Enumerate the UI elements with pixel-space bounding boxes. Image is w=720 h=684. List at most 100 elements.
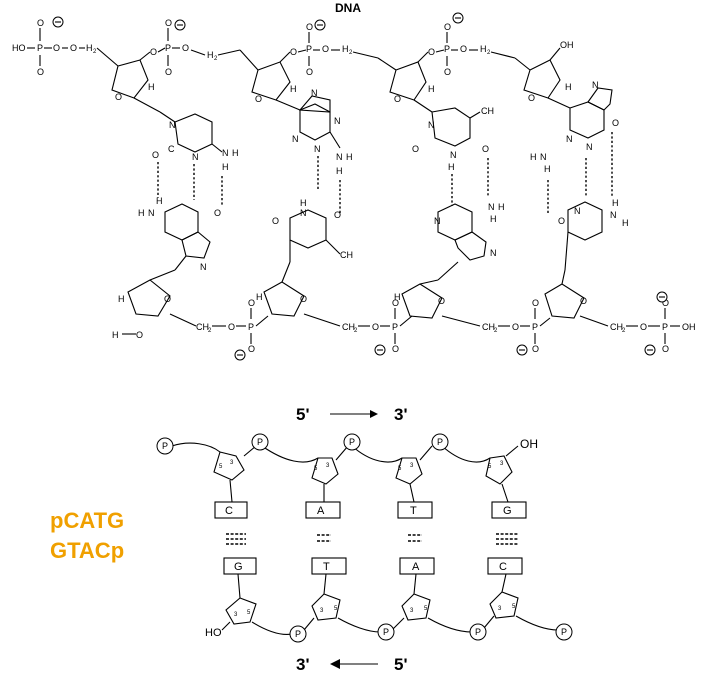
svg-text:P: P	[561, 627, 567, 637]
svg-text:P: P	[306, 44, 312, 54]
svg-text:O: O	[444, 22, 451, 32]
svg-text:O: O	[512, 322, 519, 332]
svg-text:OH: OH	[560, 40, 574, 50]
svg-text:O: O	[322, 44, 329, 54]
svg-text:O: O	[248, 344, 255, 354]
svg-text:H: H	[222, 162, 229, 172]
phosphate-circle: P	[469, 623, 487, 641]
svg-text:H: H	[622, 218, 629, 228]
svg-text:2: 2	[214, 56, 218, 62]
svg-text:H: H	[565, 82, 572, 92]
svg-text:O: O	[532, 344, 539, 354]
svg-text:H: H	[138, 208, 145, 218]
svg-text:O: O	[558, 216, 565, 226]
svg-text:HO: HO	[205, 627, 222, 639]
svg-text:N: N	[586, 142, 593, 152]
svg-text:C: C	[168, 144, 175, 154]
svg-text:O: O	[394, 94, 401, 104]
svg-text:N: N	[200, 262, 207, 272]
sequence-bottom: GTACp	[50, 538, 124, 563]
svg-text:O: O	[428, 47, 435, 57]
svg-text:3: 3	[326, 463, 330, 469]
svg-text:N: N	[540, 152, 547, 162]
svg-text:5: 5	[488, 464, 492, 470]
svg-text:N: N	[334, 116, 341, 126]
svg-text:P: P	[662, 322, 668, 332]
svg-text:O: O	[528, 93, 535, 103]
phosphate-circle: P	[156, 437, 174, 455]
svg-text:P: P	[532, 322, 538, 332]
svg-text:P: P	[475, 627, 481, 637]
svg-text:H: H	[300, 198, 307, 208]
svg-text:P: P	[444, 44, 450, 54]
sequence-top: pCATG	[50, 508, 124, 533]
svg-text:HO: HO	[12, 43, 26, 53]
svg-text:O: O	[290, 47, 297, 57]
svg-text:H: H	[112, 330, 119, 340]
svg-text:H: H	[118, 294, 125, 304]
svg-text:H: H	[448, 162, 455, 172]
svg-text:O: O	[392, 298, 399, 308]
svg-text:N: N	[311, 88, 318, 98]
svg-text:P: P	[162, 441, 168, 451]
svg-text:P: P	[349, 437, 355, 447]
svg-text:5: 5	[512, 604, 516, 610]
svg-text:O: O	[182, 43, 189, 53]
svg-text:O: O	[255, 94, 262, 104]
svg-text:O: O	[662, 344, 669, 354]
base-pair-bonds	[226, 533, 518, 545]
svg-text:N: N	[148, 208, 155, 218]
svg-text:N: N	[428, 120, 435, 130]
svg-text:H: H	[256, 292, 263, 302]
svg-text:O: O	[53, 43, 60, 53]
base-box-top-1: C	[214, 501, 248, 519]
hydrogen-bonds	[157, 132, 613, 214]
svg-text:N: N	[490, 248, 497, 258]
svg-text:O: O	[372, 322, 379, 332]
svg-text:N: N	[434, 216, 441, 226]
base-box-bottom-2: T	[311, 557, 347, 575]
svg-text:3: 3	[410, 608, 414, 614]
base-box-bottom-1: G	[223, 557, 257, 575]
direction-top-end: 3'	[394, 405, 408, 424]
svg-text:N: N	[450, 150, 457, 160]
svg-text:H: H	[148, 82, 155, 92]
base-box-top-3: T	[397, 501, 433, 519]
svg-text:N: N	[574, 206, 581, 216]
base-label: A	[412, 561, 420, 573]
svg-text:2: 2	[354, 328, 358, 334]
svg-text:2: 2	[494, 328, 498, 334]
svg-text:P: P	[383, 627, 389, 637]
svg-text:P: P	[437, 437, 443, 447]
sugar-top-1: 53	[213, 445, 257, 503]
svg-text:O: O	[444, 67, 451, 77]
svg-text:O: O	[580, 296, 587, 306]
svg-text:H: H	[490, 214, 497, 224]
base-label: G	[234, 561, 243, 573]
svg-text:3: 3	[234, 612, 238, 618]
svg-text:H: H	[342, 44, 349, 54]
svg-text:H: H	[394, 292, 401, 302]
svg-text:3: 3	[498, 606, 502, 612]
svg-text:H: H	[290, 84, 297, 94]
svg-text:H: H	[530, 152, 537, 162]
svg-text:O: O	[150, 47, 157, 57]
svg-text:CH: CH	[610, 322, 623, 332]
base-label: A	[317, 505, 325, 517]
svg-text:OH: OH	[682, 322, 696, 332]
svg-text:O: O	[532, 298, 539, 308]
base-box-top-4: G	[491, 501, 527, 519]
svg-text:P: P	[37, 43, 43, 53]
base-box-top-2: A	[305, 501, 341, 519]
svg-text:O: O	[165, 67, 172, 77]
direction-bottom: 3' 5'	[296, 655, 408, 674]
svg-text:O: O	[300, 294, 307, 304]
svg-text:P: P	[257, 437, 263, 447]
phosphate-circle: P	[555, 623, 573, 641]
svg-text:O: O	[334, 210, 341, 220]
